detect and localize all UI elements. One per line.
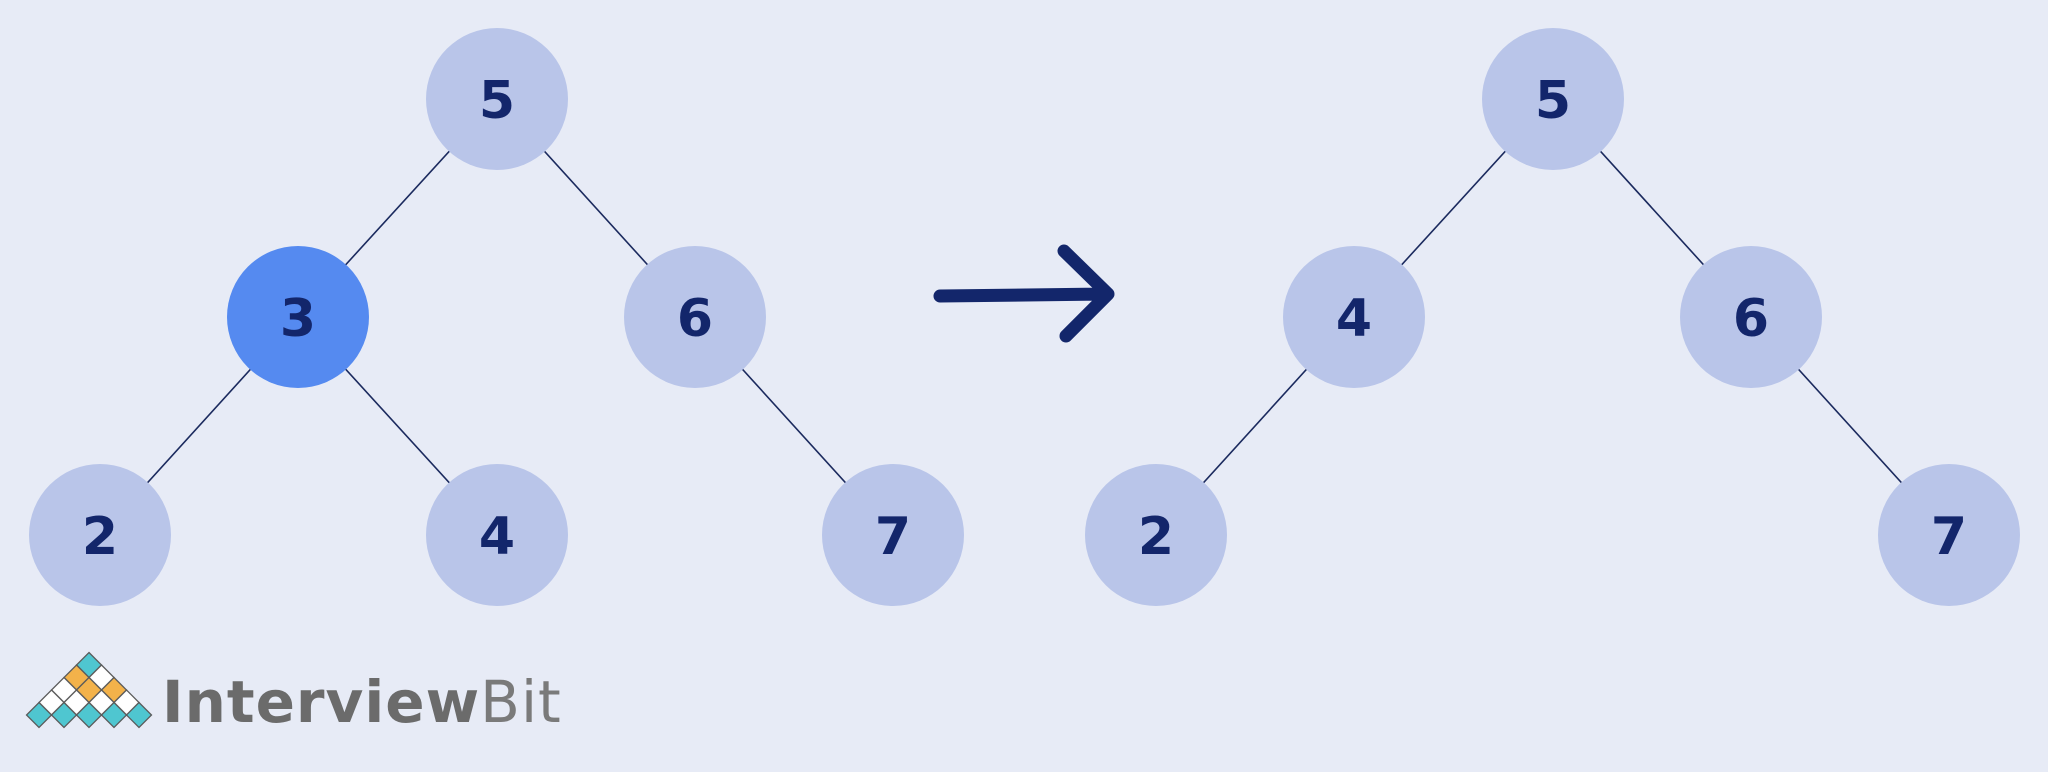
node-circle <box>822 464 964 606</box>
logo-text-primary: Interview <box>162 668 481 736</box>
node-circle <box>1283 246 1425 388</box>
node-label: 6 <box>1733 289 1769 349</box>
node-circle <box>1680 246 1822 388</box>
interviewbit-logo-icon <box>25 651 153 729</box>
after-node-6: 6 <box>1680 246 1822 388</box>
node-label: 5 <box>479 71 515 131</box>
node-circle <box>624 246 766 388</box>
logo-tile <box>50 701 78 729</box>
logo-text-secondary: Bit <box>480 668 562 736</box>
node-circle <box>1482 28 1624 170</box>
transform-arrow-icon <box>933 244 1115 343</box>
logo-tile <box>125 701 153 729</box>
node-label: 5 <box>1535 71 1571 131</box>
highlighted-node-circle <box>227 246 369 388</box>
before-node-7: 7 <box>822 464 964 606</box>
node-circle <box>426 464 568 606</box>
node-label: 7 <box>875 507 911 567</box>
node-label: 3 <box>280 289 316 349</box>
before-node-5: 5 <box>426 28 568 170</box>
node-circle <box>426 28 568 170</box>
logo-tile <box>25 701 53 729</box>
node-label: 4 <box>479 507 515 567</box>
before-node-3: 3 <box>227 246 369 388</box>
node-circle <box>1085 464 1227 606</box>
after-node-7: 7 <box>1878 464 2020 606</box>
node-label: 2 <box>1138 507 1174 567</box>
node-label: 2 <box>82 507 118 567</box>
before-node-4: 4 <box>426 464 568 606</box>
node-label: 6 <box>677 289 713 349</box>
after-node-4: 4 <box>1283 246 1425 388</box>
nodes-layer: 5 3 6 2 4 7 5 4 6 2 7 <box>29 28 2020 606</box>
logo-tile <box>75 701 103 729</box>
node-circle <box>29 464 171 606</box>
after-node-2: 2 <box>1085 464 1227 606</box>
before-node-2: 2 <box>29 464 171 606</box>
after-node-5: 5 <box>1482 28 1624 170</box>
logo-tile <box>100 701 128 729</box>
node-circle <box>1878 464 2020 606</box>
before-node-6: 6 <box>624 246 766 388</box>
edges-layer <box>99 98 1950 536</box>
logo-wordmark: InterviewBit <box>162 670 562 734</box>
node-label: 7 <box>1931 507 1967 567</box>
node-label: 4 <box>1336 289 1372 349</box>
